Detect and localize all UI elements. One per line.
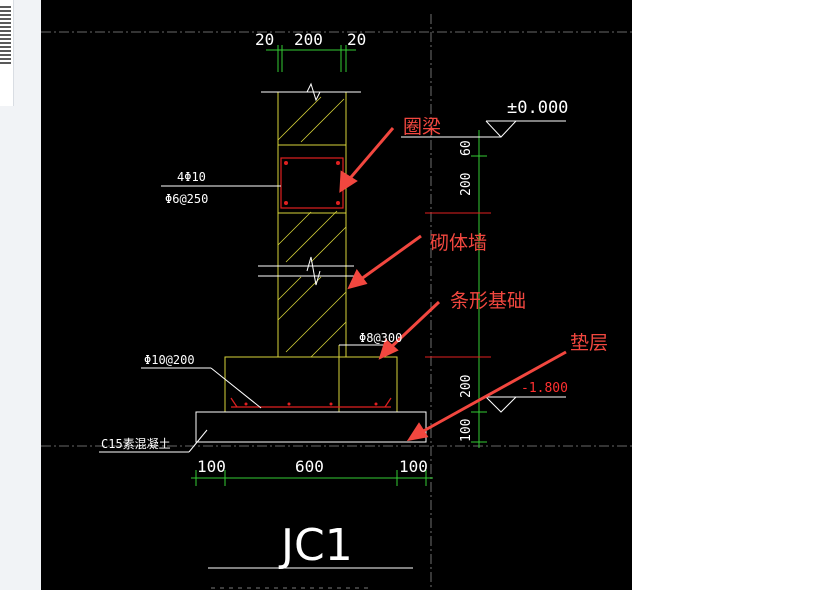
annotation-arrows [339,127,567,442]
dimension-texts: 20 200 20 100 600 100 [197,30,428,476]
ring-beam [277,144,347,214]
red-extension-lines [425,212,491,358]
label-cushion: C15素混凝土 [101,436,171,451]
label-footing-top: Φ8@300 [359,331,402,345]
annotation-strip-footing: 条形基础 [450,290,526,312]
break-symbols [306,82,321,286]
dim-bottom-middle: 600 [295,457,324,476]
left-panel [0,0,41,590]
foundation-section-svg: 20 200 20 100 600 100 60 200 200 100 ±0.… [41,14,632,590]
annotation-ring-beam: 圈梁 [403,116,441,138]
qr-code-thumbnail[interactable] [0,0,14,106]
dim-top-right: 20 [347,30,366,49]
dim-bottom-left: 100 [197,457,226,476]
dim-vert-60: 60 [459,140,474,156]
footing-rebar [230,397,392,408]
label-beam-stirrup: Φ6@250 [165,192,208,206]
wall-hatch [277,96,347,358]
dim-vert-100: 100 [459,419,474,442]
dim-top-left: 20 [255,30,274,49]
annotation-masonry-wall: 砌体墙 [430,232,487,254]
elevation-markers [401,120,566,413]
leader-lines [99,185,386,453]
axis-lines [41,14,632,590]
strip-footing [224,344,398,413]
elevation-base: -1.800 [521,381,568,396]
masonry-wall-outline [258,91,361,358]
rebar-label-texts: 4Φ10 Φ6@250 Φ8@300 Φ10@200 C15素混凝土 [101,170,402,451]
bottom-dimension-lines [191,470,433,486]
dim-bottom-right: 100 [399,457,428,476]
cushion-layer [195,411,427,443]
blank-right-area [632,0,821,590]
annotation-texts: 圈梁 砌体墙 条形基础 垫层 [403,116,608,354]
detail-title: JC1 [278,520,353,571]
dim-vert-200b: 200 [459,375,474,398]
elevation-ground: ±0.000 [507,98,568,118]
dim-vert-200a: 200 [459,173,474,196]
dim-top-middle: 200 [294,30,323,49]
annotation-cushion-layer: 垫层 [570,332,608,354]
qr-code-icon [0,4,11,64]
label-beam-main: 4Φ10 [177,170,206,184]
vertical-dimension-texts: 60 200 200 100 [459,140,474,442]
label-footing-bottom: Φ10@200 [144,353,195,367]
top-dimension-lines [266,45,356,72]
footing-rebar-dots [244,402,378,406]
cad-drawing-canvas: 20 200 20 100 600 100 60 200 200 100 ±0.… [41,0,632,590]
